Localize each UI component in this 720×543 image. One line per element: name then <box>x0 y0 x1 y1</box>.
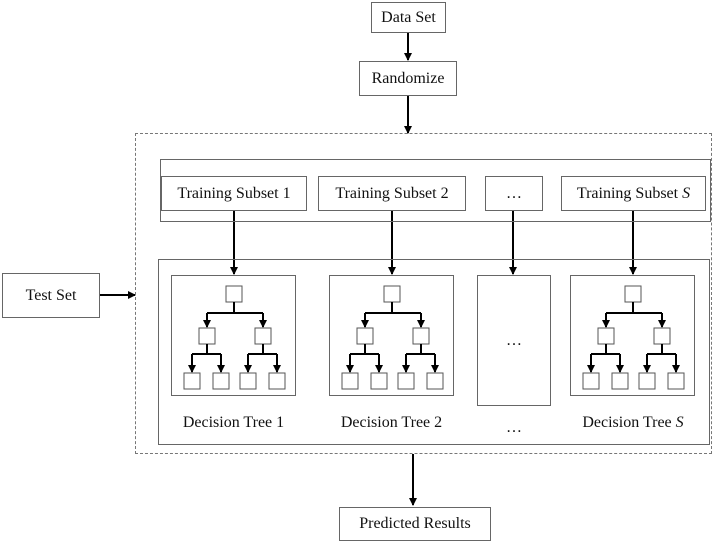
decision-tree-ellipsis-text: … <box>506 419 522 436</box>
training-subset-ellipsis-text: … <box>506 184 522 202</box>
tree-leaf-node <box>426 372 444 390</box>
training-subset-s-prefix: Training Subset <box>576 184 683 202</box>
decision-tree-s-suffix: S <box>675 414 684 431</box>
decision-trees-panel <box>158 259 710 445</box>
tree-leaf-node <box>667 372 685 390</box>
training-subset-ellipsis: … <box>485 176 543 211</box>
predicted-results-node: Predicted Results <box>339 507 491 541</box>
decision-tree-ellipsis-label: … <box>494 419 534 437</box>
decision-tree-ellipsis-inner-text: … <box>506 332 522 349</box>
decision-tree-s-label: Decision Tree S <box>566 414 700 432</box>
decision-tree-1-label: Decision Tree 1 <box>166 414 301 432</box>
mini-tree-icons <box>183 285 685 390</box>
tree-leaf-node <box>397 372 415 390</box>
decision-tree-1-box <box>171 275 296 396</box>
decision-tree-2-suffix: 2 <box>434 414 443 431</box>
training-subset-2: Training Subset 2 <box>318 176 466 211</box>
tree-leaf-node <box>183 372 201 390</box>
tree-leaf-node <box>638 372 656 390</box>
tree-leaf-node <box>268 372 286 390</box>
training-subset-s-suffix: S <box>682 184 691 202</box>
decision-tree-2-prefix: Decision Tree <box>340 414 435 431</box>
data-set-node: Data Set <box>371 2 446 33</box>
tree-leaf-node <box>212 372 230 390</box>
training-subset-1-prefix: Training Subset <box>177 184 283 202</box>
ensemble-container <box>135 133 712 454</box>
randomize-node: Randomize <box>359 61 457 96</box>
training-subset-2-suffix: 2 <box>440 184 449 202</box>
decision-tree-2-label: Decision Tree 2 <box>323 414 460 432</box>
training-subset-2-prefix: Training Subset <box>335 184 441 202</box>
decision-tree-1-suffix: 1 <box>276 414 285 431</box>
decision-tree-1-prefix: Decision Tree <box>182 414 277 431</box>
training-subsets-panel <box>160 159 711 222</box>
tree-leaf-node <box>370 372 388 390</box>
training-subset-s: Training Subset S <box>561 176 706 211</box>
tree-leaf-node <box>582 372 600 390</box>
test-set-node: Test Set <box>2 273 100 318</box>
decision-tree-2-box <box>329 275 454 396</box>
tree-leaf-node <box>239 372 257 390</box>
decision-tree-ellipsis-box <box>477 275 551 406</box>
training-subset-1-suffix: 1 <box>282 184 291 202</box>
tree-leaf-node <box>611 372 629 390</box>
decision-tree-s-box <box>570 275 695 396</box>
decision-tree-s-prefix: Decision Tree <box>582 414 676 431</box>
tree-leaf-node <box>341 372 359 390</box>
training-subset-1: Training Subset 1 <box>161 176 307 211</box>
